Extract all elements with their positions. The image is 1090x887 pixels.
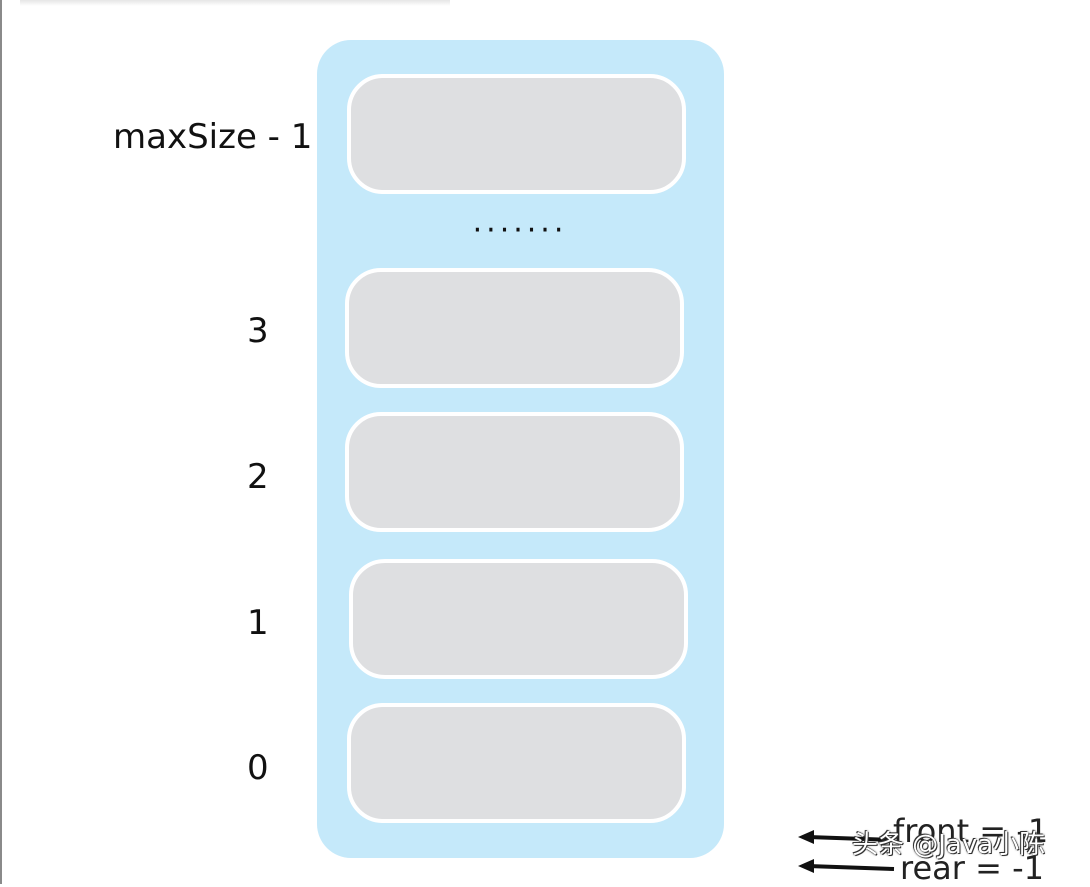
- label-index-1: 1: [247, 603, 269, 643]
- label-index-2: 2: [247, 457, 269, 497]
- slot-0: [347, 703, 686, 823]
- ellipsis: ·······: [472, 213, 568, 248]
- front-pointer-label: front = -1: [893, 812, 1049, 850]
- watermark: 头条 @Java小陈: [852, 830, 1046, 860]
- rear-arrow-icon: [798, 859, 895, 873]
- pointer-arrows: [798, 830, 895, 873]
- top-fade: [20, 0, 450, 6]
- label-index-0: 0: [247, 748, 269, 788]
- rear-pointer-label: rear = -1: [900, 849, 1044, 887]
- slot-max: [347, 74, 686, 194]
- label-max-size-minus-1: maxSize - 1: [113, 117, 313, 157]
- slot-1: [349, 559, 688, 679]
- slot-3: [345, 268, 684, 388]
- front-arrow-icon: [798, 830, 895, 844]
- label-index-3: 3: [247, 311, 269, 351]
- slot-2: [345, 412, 684, 532]
- left-border: [0, 0, 2, 884]
